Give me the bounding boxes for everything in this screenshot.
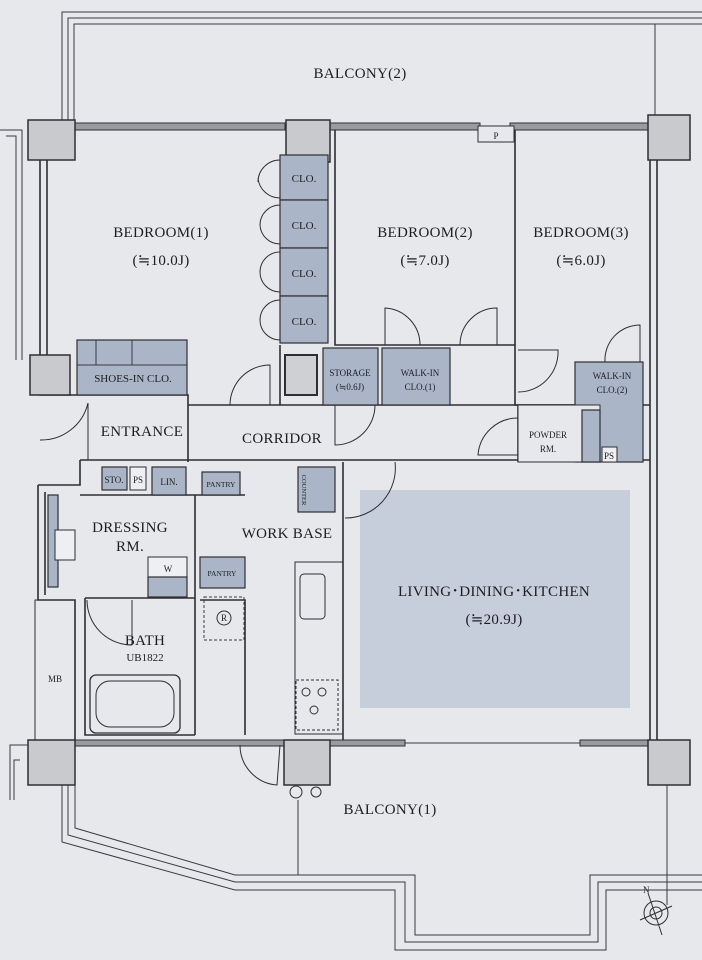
balcony-1-railing [9, 744, 702, 951]
bedroom1-closets: CLO. CLO. CLO. CLO. [257, 154, 329, 344]
pantry-label: PANTRY [207, 480, 236, 489]
bath-model: UB1822 [126, 652, 163, 664]
kitchen-counter [294, 561, 344, 735]
bedroom-3-size: (≒6.0J) [556, 253, 605, 269]
storage-label: STORAGE [329, 368, 371, 378]
balcony-2-label: BALCONY(2) [314, 66, 407, 82]
mb-label: MB [48, 674, 62, 684]
storage-size: (≒0.6J) [336, 382, 364, 392]
linen-label: LIN. [160, 477, 177, 487]
compass-icon: N [639, 885, 673, 936]
clo-label: CLO. [292, 220, 317, 232]
bathtub [89, 674, 181, 734]
compass-north-label: N [643, 885, 650, 895]
p-label: P [493, 131, 498, 141]
corridor-label: CORRIDOR [242, 431, 322, 447]
walk-in-closet-2-label-2: CLO.(2) [597, 385, 628, 395]
clo-label: CLO. [292, 173, 317, 185]
walk-in-closet-1 [381, 347, 451, 406]
counter [297, 466, 336, 513]
entrance-label: ENTRANCE [101, 424, 183, 440]
pantry-upper [201, 471, 241, 496]
ldk-area [360, 490, 630, 708]
ps-label: PS [604, 451, 614, 461]
dressing-room-label: DRESSING [92, 520, 168, 536]
ldk-label: LIVING･DINING･KITCHEN [398, 584, 590, 600]
bedroom-1-label: BEDROOM(1) [113, 225, 209, 241]
sto-label: STO. [104, 475, 123, 485]
ps-shaft [601, 446, 618, 463]
meter-box [34, 599, 76, 741]
pantry-lower [199, 556, 246, 589]
stove-icon [295, 679, 339, 731]
storage [322, 347, 379, 406]
bedroom-2-label: BEDROOM(2) [377, 225, 473, 241]
clo-label: CLO. [292, 268, 317, 280]
pipe-space-p [477, 125, 515, 143]
balcony-1-label: BALCONY(1) [344, 802, 437, 818]
doors [39, 307, 641, 786]
walk-in-closet-1-label-2: CLO.(1) [405, 382, 436, 392]
shoes-in-closet-label: SHOES-IN CLO. [94, 373, 172, 385]
duct-shaft [284, 354, 318, 396]
refrigerator-label: R [221, 613, 227, 623]
linen-closet [151, 466, 187, 496]
walk-in-closet-2-label: WALK-IN [593, 371, 632, 381]
walk-in-closet-1-label: WALK-IN [401, 368, 440, 378]
counter-label: COUNTER [300, 475, 307, 506]
bedroom-3-label: BEDROOM(3) [533, 225, 629, 241]
dressing-room-label-2: RM. [116, 539, 144, 555]
work-base-label: WORK BASE [242, 526, 333, 542]
pantry-label-2: PANTRY [208, 569, 237, 578]
refrigerator-space [203, 596, 245, 641]
ps-label-2: PS [133, 475, 143, 485]
bedroom-1-size: (≒10.0J) [132, 253, 189, 269]
bath-label: BATH [125, 633, 165, 649]
sink-icon [299, 573, 326, 620]
powder-room-label: POWDER [529, 430, 567, 440]
storage-sto [101, 466, 128, 491]
balcony-2-railing [0, 11, 702, 360]
clo-label: CLO. [292, 316, 317, 328]
ldk-size: (≒20.9J) [465, 612, 522, 628]
powder-room-label-2: RM. [540, 444, 556, 454]
structural-columns [27, 114, 691, 786]
bedroom-2-size: (≒7.0J) [400, 253, 449, 269]
washer-label: W [164, 564, 173, 574]
